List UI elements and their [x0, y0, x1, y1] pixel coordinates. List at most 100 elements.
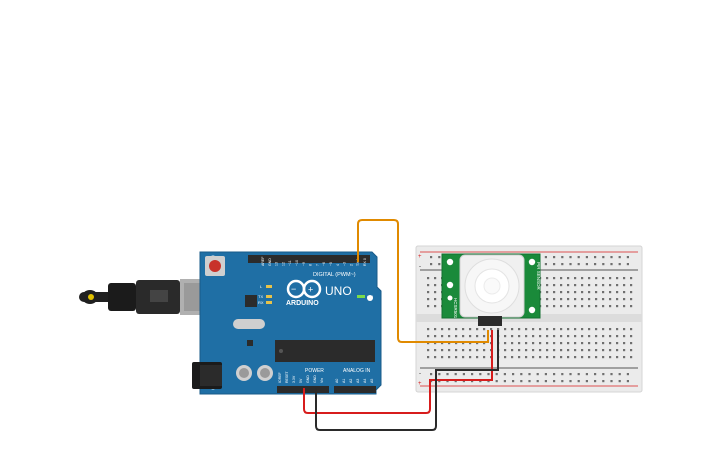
- breadboard-hole[interactable]: [630, 342, 633, 345]
- breadboard-hole[interactable]: [427, 298, 430, 301]
- breadboard-hole[interactable]: [581, 342, 584, 345]
- breadboard-hole[interactable]: [610, 263, 613, 266]
- breadboard-hole[interactable]: [553, 342, 556, 345]
- breadboard-hole[interactable]: [497, 328, 500, 331]
- breadboard-hole[interactable]: [434, 335, 437, 338]
- breadboard-hole[interactable]: [553, 328, 556, 331]
- breadboard-hole[interactable]: [567, 335, 570, 338]
- breadboard-hole[interactable]: [602, 335, 605, 338]
- breadboard-hole[interactable]: [441, 335, 444, 338]
- signal-wire[interactable]: [357, 219, 489, 343]
- breadboard-hole[interactable]: [454, 373, 457, 376]
- breadboard-hole[interactable]: [525, 335, 528, 338]
- breadboard-hole[interactable]: [574, 291, 577, 294]
- breadboard-hole[interactable]: [560, 349, 563, 352]
- breadboard-hole[interactable]: [455, 335, 458, 338]
- breadboard-hole[interactable]: [623, 328, 626, 331]
- breadboard-hole[interactable]: [446, 373, 449, 376]
- breadboard-hole[interactable]: [525, 342, 528, 345]
- breadboard-hole[interactable]: [585, 380, 588, 383]
- breadboard-hole[interactable]: [546, 284, 549, 287]
- breadboard-hole[interactable]: [588, 277, 591, 280]
- breadboard-hole[interactable]: [630, 291, 633, 294]
- breadboard-hole[interactable]: [594, 256, 597, 259]
- breadboard-hole[interactable]: [532, 335, 535, 338]
- breadboard-hole[interactable]: [528, 373, 531, 376]
- breadboard-hole[interactable]: [594, 263, 597, 266]
- breadboard-hole[interactable]: [532, 342, 535, 345]
- breadboard-hole[interactable]: [511, 349, 514, 352]
- breadboard-hole[interactable]: [511, 328, 514, 331]
- breadboard-hole[interactable]: [479, 380, 482, 383]
- breadboard-hole[interactable]: [626, 256, 629, 259]
- breadboard-hole[interactable]: [569, 263, 572, 266]
- breadboard-hole[interactable]: [536, 380, 539, 383]
- breadboard-hole[interactable]: [595, 328, 598, 331]
- breadboard-hole[interactable]: [616, 328, 619, 331]
- breadboard-hole[interactable]: [546, 291, 549, 294]
- breadboard-hole[interactable]: [630, 328, 633, 331]
- breadboard-hole[interactable]: [546, 335, 549, 338]
- breadboard-hole[interactable]: [525, 356, 528, 359]
- breadboard-hole[interactable]: [602, 373, 605, 376]
- breadboard-hole[interactable]: [539, 349, 542, 352]
- breadboard-hole[interactable]: [427, 284, 430, 287]
- breadboard-hole[interactable]: [455, 328, 458, 331]
- breadboard-hole[interactable]: [469, 335, 472, 338]
- breadboard-hole[interactable]: [511, 356, 514, 359]
- breadboard-hole[interactable]: [434, 349, 437, 352]
- breadboard-hole[interactable]: [623, 342, 626, 345]
- breadboard-hole[interactable]: [430, 256, 433, 259]
- breadboard-hole[interactable]: [438, 373, 441, 376]
- breadboard-hole[interactable]: [434, 298, 437, 301]
- breadboard-hole[interactable]: [438, 380, 441, 383]
- breadboard-hole[interactable]: [626, 373, 629, 376]
- breadboard-hole[interactable]: [618, 263, 621, 266]
- power-wire[interactable]: [303, 330, 493, 414]
- breadboard-hole[interactable]: [574, 335, 577, 338]
- breadboard-hole[interactable]: [567, 349, 570, 352]
- breadboard-hole[interactable]: [585, 263, 588, 266]
- breadboard-hole[interactable]: [569, 256, 572, 259]
- breadboard-hole[interactable]: [567, 298, 570, 301]
- breadboard-hole[interactable]: [462, 380, 465, 383]
- breadboard-hole[interactable]: [567, 342, 570, 345]
- breadboard-hole[interactable]: [546, 342, 549, 345]
- breadboard-hole[interactable]: [446, 380, 449, 383]
- breadboard-hole[interactable]: [588, 328, 591, 331]
- breadboard-hole[interactable]: [623, 284, 626, 287]
- breadboard-hole[interactable]: [623, 291, 626, 294]
- breadboard-hole[interactable]: [609, 291, 612, 294]
- breadboard-hole[interactable]: [441, 349, 444, 352]
- breadboard-hole[interactable]: [483, 356, 486, 359]
- breadboard-hole[interactable]: [581, 298, 584, 301]
- breadboard-hole[interactable]: [544, 380, 547, 383]
- breadboard-hole[interactable]: [602, 284, 605, 287]
- breadboard-hole[interactable]: [577, 373, 580, 376]
- breadboard-hole[interactable]: [602, 298, 605, 301]
- breadboard-hole[interactable]: [427, 349, 430, 352]
- breadboard-hole[interactable]: [609, 305, 612, 308]
- breadboard-hole[interactable]: [441, 328, 444, 331]
- breadboard-hole[interactable]: [544, 256, 547, 259]
- breadboard-hole[interactable]: [595, 277, 598, 280]
- breadboard-hole[interactable]: [581, 277, 584, 280]
- breadboard-hole[interactable]: [595, 298, 598, 301]
- breadboard-hole[interactable]: [602, 277, 605, 280]
- breadboard-hole[interactable]: [532, 349, 535, 352]
- breadboard-hole[interactable]: [616, 335, 619, 338]
- breadboard-hole[interactable]: [585, 256, 588, 259]
- breadboard-hole[interactable]: [602, 291, 605, 294]
- breadboard-hole[interactable]: [504, 335, 507, 338]
- breadboard-hole[interactable]: [518, 356, 521, 359]
- breadboard-hole[interactable]: [577, 380, 580, 383]
- breadboard-hole[interactable]: [574, 349, 577, 352]
- breadboard-hole[interactable]: [623, 356, 626, 359]
- breadboard-hole[interactable]: [553, 356, 556, 359]
- breadboard-hole[interactable]: [427, 335, 430, 338]
- breadboard-hole[interactable]: [469, 356, 472, 359]
- breadboard-hole[interactable]: [487, 373, 490, 376]
- breadboard-hole[interactable]: [609, 349, 612, 352]
- breadboard-hole[interactable]: [518, 349, 521, 352]
- breadboard-hole[interactable]: [455, 356, 458, 359]
